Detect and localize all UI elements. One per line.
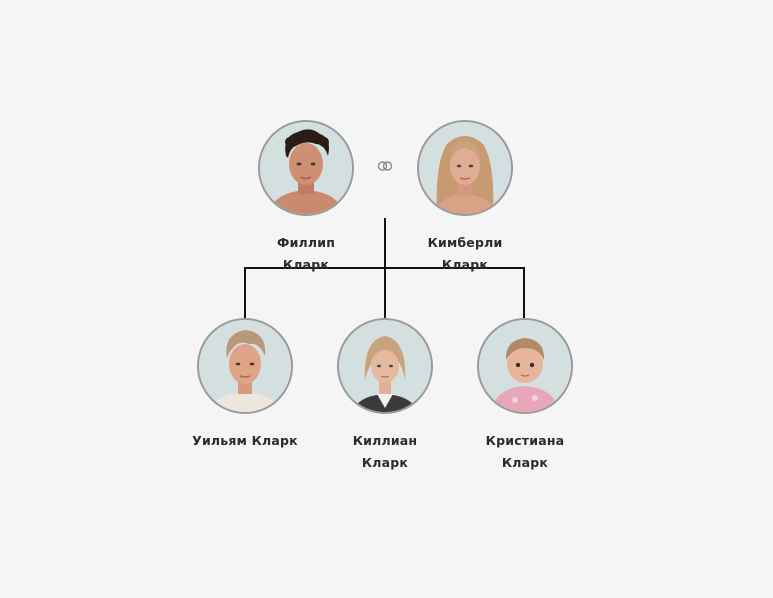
child-portrait-icon: [337, 318, 433, 414]
last-name: Кларк: [501, 455, 549, 470]
man-portrait-icon: [258, 120, 354, 216]
first-name: Киллиан: [352, 433, 418, 448]
member-name: Кимберли Кларк: [428, 232, 503, 276]
member-name: Филлип Кларк: [277, 232, 335, 276]
last-name: Кларк: [282, 257, 330, 272]
member-kimberly[interactable]: Кимберли Кларк: [395, 120, 535, 276]
member-name: Киллиан Кларк: [353, 430, 418, 474]
last-name: Кларк: [441, 257, 489, 272]
member-phillip[interactable]: Филлип Кларк: [236, 120, 376, 276]
wedding-rings-icon: [377, 161, 393, 171]
first-name: Кимберли: [427, 235, 503, 250]
young-man-portrait-icon: [197, 318, 293, 414]
toddler-portrait-icon: [477, 318, 573, 414]
last-name: Кларк: [361, 455, 409, 470]
full-name: Уильям Кларк: [192, 433, 298, 448]
member-name: Уильям Кларк: [192, 430, 298, 452]
member-kristiana[interactable]: Кристиана Кларк: [455, 318, 595, 474]
first-name: Кристиана: [485, 433, 565, 448]
woman-portrait-icon: [417, 120, 513, 216]
member-name: Кристиана Кларк: [486, 430, 565, 474]
first-name: Филлип: [276, 235, 336, 250]
member-william[interactable]: Уильям Кларк: [175, 318, 315, 452]
member-killian[interactable]: Киллиан Кларк: [315, 318, 455, 474]
